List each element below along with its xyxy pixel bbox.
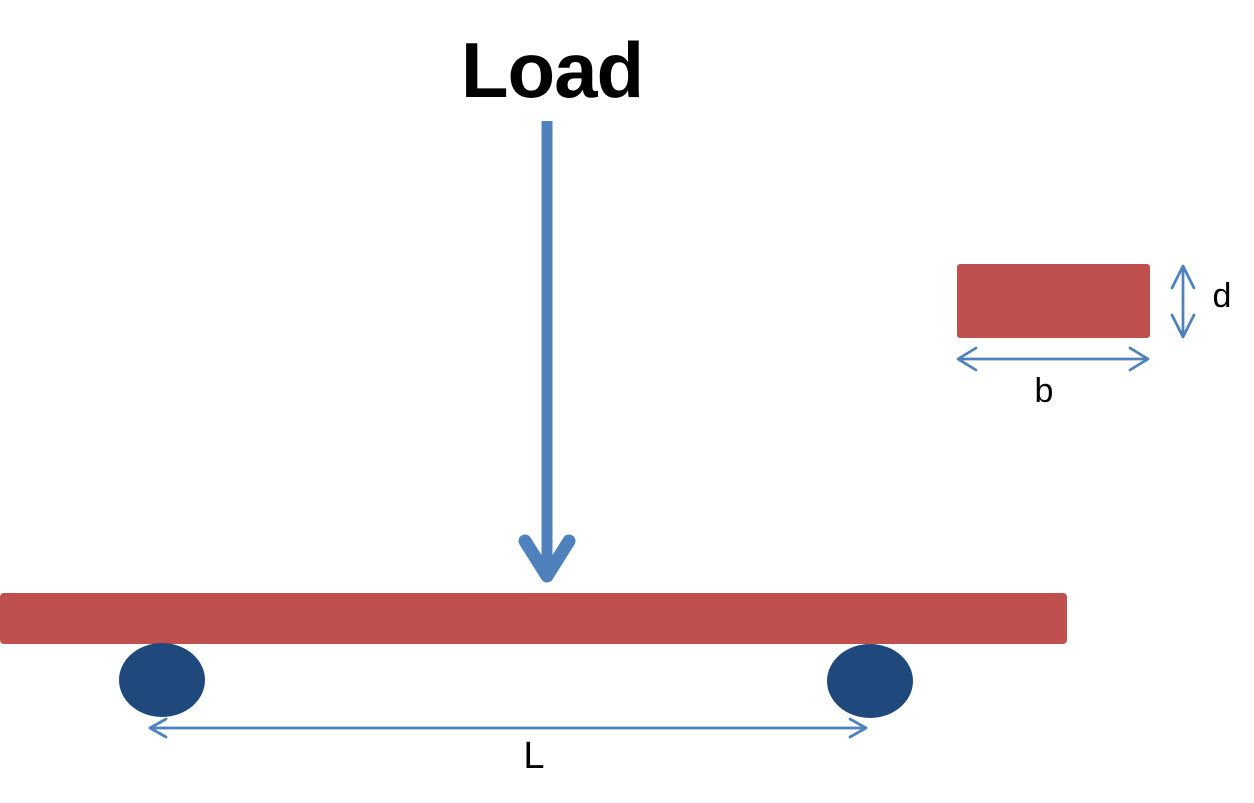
span-label: L [523,735,545,777]
depth-label: d [1212,277,1232,315]
beam [0,593,1067,644]
span-dimension-arrowhead-right-icon [848,717,868,739]
support-right [827,644,913,718]
depth-dimension-arrowhead-bottom-icon [1170,313,1196,339]
width-dimension-arrowhead-right-icon [1128,346,1150,372]
width-label: b [1034,372,1054,410]
support-left [119,643,205,717]
load-title: Load [460,26,644,114]
load-arrowhead-icon [518,534,576,583]
width-dimension-arrowhead-left-icon [956,346,978,372]
span-dimension-arrowhead-left-icon [148,717,168,739]
cross-section-rect [957,264,1150,338]
depth-dimension-arrowhead-top-icon [1170,264,1196,290]
